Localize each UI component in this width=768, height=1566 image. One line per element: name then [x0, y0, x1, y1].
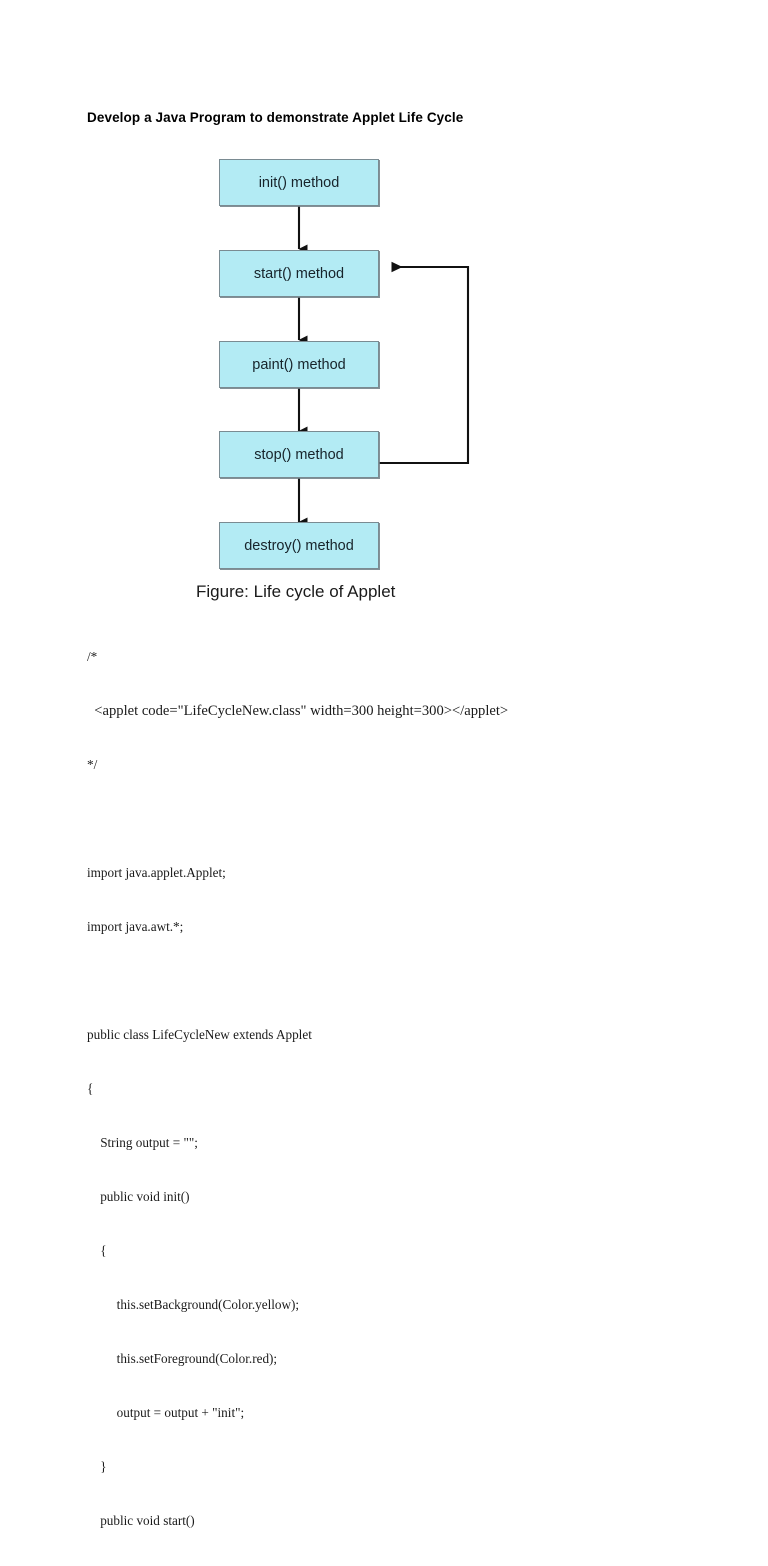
flow-node-start: start() method — [219, 250, 379, 297]
page-title: Develop a Java Program to demonstrate Ap… — [87, 110, 464, 125]
code-line — [87, 972, 687, 990]
code-line: /* — [87, 649, 98, 664]
code-line: this.setBackground(Color.yellow); — [87, 1297, 300, 1312]
code-line: output = output + "init"; — [87, 1405, 245, 1420]
code-line: public void start() — [87, 1513, 195, 1528]
code-line — [87, 810, 687, 828]
code-line: public class LifeCycleNew extends Applet — [87, 1027, 312, 1042]
code-line: } — [87, 1459, 107, 1474]
flow-node-stop: stop() method — [219, 431, 379, 478]
applet-lifecycle-figure: init() method start() method paint() met… — [0, 140, 768, 610]
code-line: import java.awt.*; — [87, 919, 184, 934]
flow-node-paint: paint() method — [219, 341, 379, 388]
flow-node-init-label: init() method — [258, 174, 340, 191]
figure-caption: Figure: Life cycle of Applet — [196, 582, 396, 601]
code-line: { — [87, 1081, 94, 1096]
flow-node-stop-label: stop() method — [254, 446, 344, 463]
code-line: */ — [87, 757, 98, 772]
flow-node-destroy: destroy() method — [219, 522, 379, 569]
java-code-block: /* <applet code="LifeCycleNew.class" wid… — [87, 612, 687, 1566]
flow-node-destroy-label: destroy() method — [244, 537, 354, 554]
flow-node-init: init() method — [219, 159, 379, 206]
flow-node-start-label: start() method — [253, 265, 345, 282]
flowchart-connectors — [297, 206, 470, 527]
code-line: this.setForeground(Color.red); — [87, 1351, 278, 1366]
flow-node-paint-label: paint() method — [252, 356, 346, 373]
code-line: <applet code="LifeCycleNew.class" width=… — [87, 703, 509, 719]
code-line: import java.applet.Applet; — [87, 865, 226, 880]
code-line: public void init() — [87, 1189, 190, 1204]
document-page: Develop a Java Program to demonstrate Ap… — [0, 110, 768, 1528]
code-line: { — [87, 1243, 107, 1258]
code-line: String output = ""; — [87, 1135, 198, 1150]
arrow-stop-to-start-loop — [379, 261, 470, 465]
